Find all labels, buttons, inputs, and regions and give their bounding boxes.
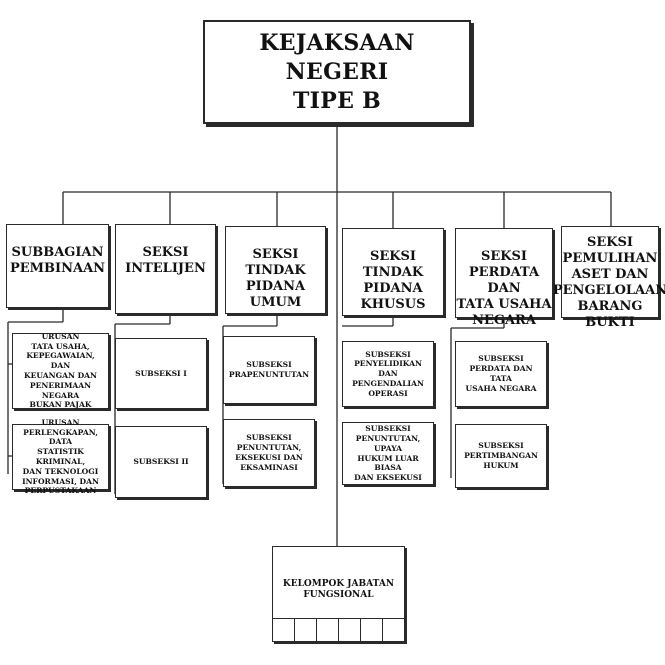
section-label: SEKSI PERDATA DAN TATA USAHA NEGARA: [456, 249, 552, 328]
subunit-label: SUBSEKSI PRAPENUNTUTAN: [228, 360, 310, 379]
subunit-urusan-perlengkapan: URUSAN PERLENGKAPAN, DATA STATISTIK KRIM…: [12, 418, 109, 495]
functional-cell: [338, 619, 360, 641]
subunit-label: URUSAN TATA USAHA, KEPEGAWAIAN, DAN KEUA…: [24, 331, 97, 410]
subunit-label: SUBSEKSI PENYELIDIKAN DAN PENGENDALIAN O…: [352, 349, 424, 398]
subunit-subseksi-penyelidikan: SUBSEKSI PENYELIDIKAN DAN PENGENDALIAN O…: [342, 341, 434, 407]
subunit-subseksi-ii: SUBSEKSI II: [115, 426, 207, 498]
functional-group-label: KELOMPOK JABATAN FUNGSIONAL: [282, 579, 395, 600]
section-label: SEKSI TINDAK PIDANA KHUSUS: [360, 249, 426, 312]
functional-cell: [273, 619, 294, 641]
section-seksi-tindak-pidana-khusus: SEKSI TINDAK PIDANA KHUSUS: [342, 228, 444, 316]
functional-group-box: KELOMPOK JABATAN FUNGSIONAL: [272, 546, 405, 642]
head-label: KEJAKSAAN NEGERI TIPE B: [259, 29, 415, 114]
section-label: SUBBAGIAN PEMBINAAN: [9, 245, 106, 276]
subunit-subseksi-prapenuntutan: SUBSEKSI PRAPENUNTUTAN: [223, 336, 315, 404]
functional-cell: [360, 619, 382, 641]
section-label: SEKSI INTELIJEN: [125, 245, 206, 276]
functional-cell: [382, 619, 404, 641]
functional-group-cells: [273, 618, 404, 641]
subunit-urusan-tata-usaha: URUSAN TATA USAHA, KEPEGAWAIAN, DAN KEUA…: [12, 331, 109, 410]
subunit-subseksi-i: SUBSEKSI I: [115, 338, 207, 409]
subunit-label: SUBSEKSI I: [135, 368, 187, 378]
head-box-kejaksaan-negeri: KEJAKSAAN NEGERI TIPE B: [203, 20, 471, 124]
subunit-subseksi-penuntutan-upaya-hukum: SUBSEKSI PENUNTUTAN, UPAYA HUKUM LUAR BI…: [342, 422, 434, 485]
section-label: SEKSI TINDAK PIDANA UMUM: [245, 247, 306, 310]
subunit-label: SUBSEKSI PERTIMBANGAN HUKUM: [464, 441, 538, 470]
subunit-subseksi-pertimbangan-hukum: SUBSEKSI PERTIMBANGAN HUKUM: [455, 424, 547, 488]
section-label: SEKSI PEMULIHAN ASET DAN PENGELOLAAN BAR…: [552, 235, 665, 330]
subunit-label: SUBSEKSI II: [133, 457, 189, 467]
subunit-subseksi-perdata-tun: SUBSEKSI PERDATA DAN TATA USAHA NEGARA: [455, 341, 547, 407]
subunit-subseksi-penuntutan-eksekusi: SUBSEKSI PENUNTUTAN, EKSEKUSI DAN EKSAMI…: [223, 419, 315, 487]
subunit-label: SUBSEKSI PENUNTUTAN, EKSEKUSI DAN EKSAMI…: [235, 433, 303, 472]
functional-cell: [294, 619, 316, 641]
section-seksi-tindak-pidana-umum: SEKSI TINDAK PIDANA UMUM: [225, 226, 326, 314]
subunit-label: URUSAN PERLENGKAPAN, DATA STATISTIK KRIM…: [22, 417, 99, 496]
subunit-label: SUBSEKSI PENUNTUTAN, UPAYA HUKUM LUAR BI…: [354, 424, 422, 483]
subunit-label: SUBSEKSI PERDATA DAN TATA USAHA NEGARA: [465, 354, 537, 393]
functional-cell: [316, 619, 338, 641]
section-seksi-pemulihan-aset: SEKSI PEMULIHAN ASET DAN PENGELOLAAN BAR…: [553, 226, 665, 330]
section-seksi-intelijen: SEKSI INTELIJEN: [115, 224, 216, 314]
section-seksi-perdata-tata-usaha-negara: SEKSI PERDATA DAN TATA USAHA NEGARA: [455, 228, 553, 328]
section-subbagian-pembinaan: SUBBAGIAN PEMBINAAN: [6, 224, 109, 308]
